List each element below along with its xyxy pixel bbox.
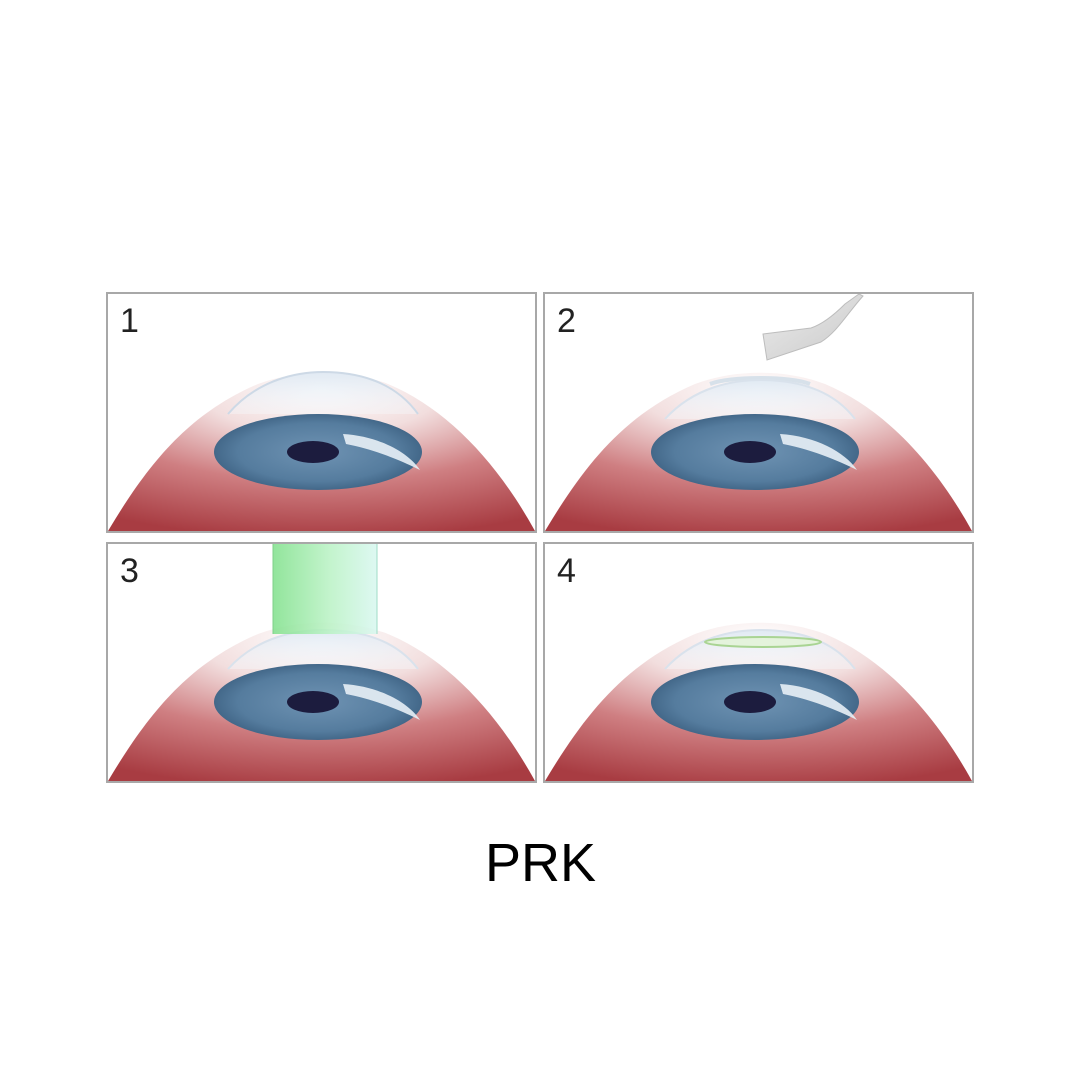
eye-illustration <box>545 372 972 531</box>
step-panel-2: 2 <box>543 292 974 533</box>
step-number: 2 <box>557 302 576 340</box>
contact-lens-icon <box>704 636 822 648</box>
laser-beam-icon <box>272 544 378 634</box>
step-panel-4: 4 <box>543 542 974 783</box>
spatula-icon <box>762 294 864 361</box>
diagram-caption: PRK <box>484 833 597 893</box>
step-panel-1: 1 <box>106 292 537 533</box>
eye-illustration <box>108 622 535 781</box>
eye-illustration <box>108 370 535 531</box>
step-number: 3 <box>120 552 139 590</box>
step-number: 1 <box>120 302 139 340</box>
step-panel-3: 3 <box>106 542 537 783</box>
step-number: 4 <box>557 552 576 590</box>
